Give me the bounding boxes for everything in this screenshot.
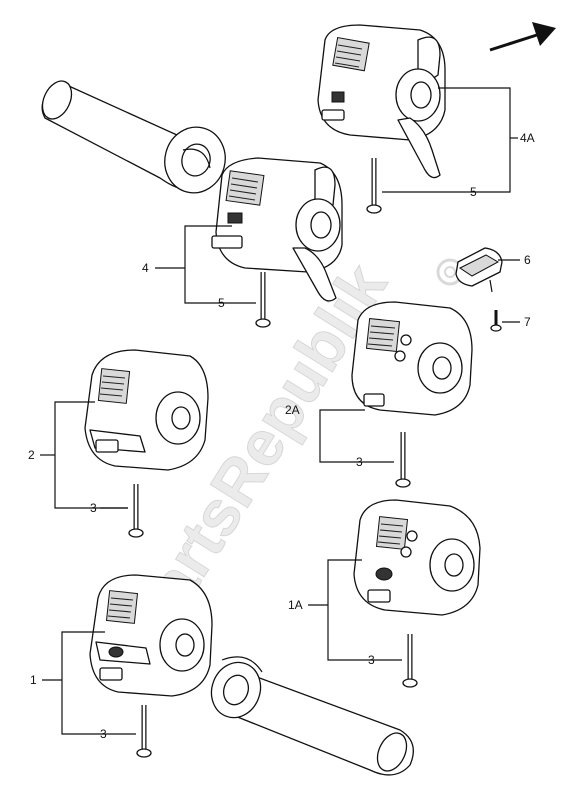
callout-3-1a: 3 [368,653,375,667]
callout-4a: 4A [520,131,535,145]
callout-6: 6 [524,253,531,267]
switch-assembly-4 [211,157,343,302]
callout-3-1: 3 [100,727,107,741]
switch-assembly-2a [351,301,473,416]
callout-1: 1 [30,673,37,687]
callout-2a: 2A [285,403,300,417]
switch-assembly-2 [84,349,209,471]
throttle-grip [210,656,414,776]
screw-5-middle [255,272,271,328]
callout-labels: 4A 5 4 5 6 7 2A 3 2 3 1A 3 1 3 [28,131,535,741]
callout-3-2a: 3 [356,455,363,469]
switch-assembly-1a [353,499,481,616]
callout-5-upper: 5 [470,185,477,199]
left-handlebar-grip [41,80,226,194]
callout-2: 2 [28,448,35,462]
screw-3-1a [402,634,418,688]
callout-3-2: 3 [90,501,97,515]
switch-assembly-4a [317,24,446,179]
switch-assembly-1 [89,574,213,697]
screw-3-2 [128,484,144,538]
callout-7: 7 [524,315,531,329]
leader-lines [40,87,520,735]
screw-part-7 [490,310,502,332]
screw-3-2a [395,432,411,488]
switch-part-6 [455,247,503,293]
callout-1a: 1A [288,598,303,612]
callout-4: 4 [142,261,149,275]
screw-3-1 [136,705,152,758]
screw-5-upper [366,158,382,214]
direction-arrow-icon [489,22,556,52]
callout-5-middle: 5 [218,296,225,310]
